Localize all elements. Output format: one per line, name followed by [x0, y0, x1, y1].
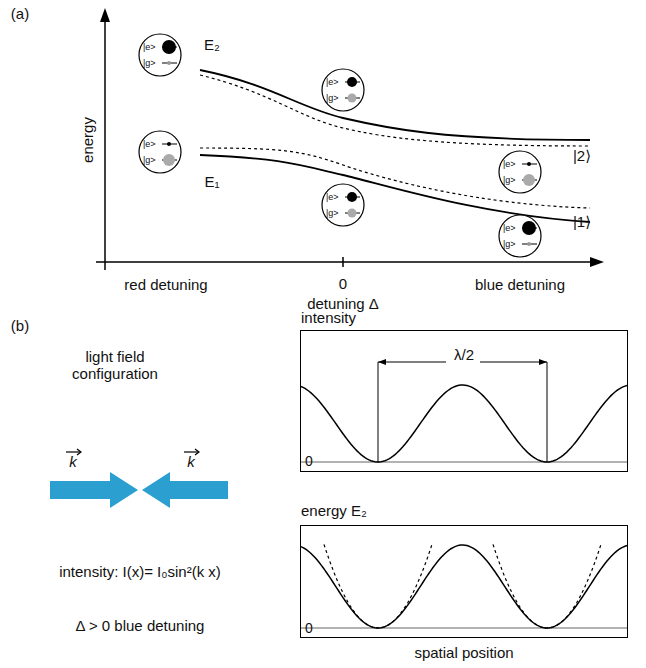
- arrowhead: [100, 8, 110, 22]
- bare-level-curve: [200, 75, 590, 146]
- population-dot: [527, 242, 531, 246]
- circle-outline: [499, 151, 541, 193]
- population-dot: [348, 94, 357, 103]
- state-label: |g>: [326, 93, 339, 103]
- circle-outline: [139, 131, 181, 173]
- laser-beams: [50, 472, 228, 508]
- state-circle: |e> |g>: [321, 68, 365, 112]
- annotation: k: [69, 453, 77, 470]
- state-circle: |e> |g>: [138, 33, 182, 77]
- period-marker: [378, 362, 379, 462]
- state-label: |e>: [326, 192, 339, 202]
- population-dot: [347, 77, 357, 87]
- population-dot: [162, 40, 176, 54]
- bare-level-curve: [200, 148, 590, 208]
- circle-outline: [498, 214, 542, 258]
- state-label: |g>: [143, 58, 156, 68]
- annotation: E₁: [204, 173, 219, 190]
- plot-frame: intensityλ/20: [300, 330, 628, 472]
- circle-outline: [139, 34, 181, 76]
- population-dot: [523, 174, 535, 186]
- state-circle: |e> |g>: [498, 150, 542, 194]
- plot-title: energy E₂: [301, 502, 367, 519]
- period-marker: [547, 362, 548, 462]
- axis-value: 0: [305, 620, 313, 636]
- annotation: E₂: [204, 36, 220, 53]
- annotation: |2⟩: [573, 147, 591, 164]
- vector-arrow: [66, 451, 80, 452]
- y-axis: [104, 16, 106, 270]
- beam-arrow: [142, 472, 228, 508]
- population-dot: [527, 162, 531, 166]
- circle-outline: [498, 150, 542, 194]
- axis-value: 0: [305, 453, 313, 469]
- circle-outline: [322, 69, 364, 111]
- circle-outline: [138, 130, 182, 174]
- x-axis: [96, 261, 596, 263]
- state-circle: |e> |g>: [498, 214, 542, 258]
- intensity-curve: [301, 385, 627, 462]
- axis-label: detuning Δ: [307, 295, 379, 312]
- population-dot: [348, 209, 357, 218]
- state-label: |e>: [326, 77, 339, 87]
- axis-label: 0: [339, 275, 347, 292]
- harmonic-approximation: [324, 544, 432, 628]
- axis-label: spatial position: [414, 644, 513, 661]
- panel-letter: (a): [11, 5, 29, 22]
- circle-outline: [322, 184, 364, 226]
- potential-curve: [301, 545, 627, 628]
- circle-outline: [321, 68, 365, 112]
- population-dot: [522, 221, 536, 235]
- state-label: |e>: [143, 139, 156, 149]
- circle-outline: [321, 183, 365, 227]
- vector-arrow: [184, 451, 198, 452]
- annotation: Δ > 0 blue detuning: [76, 617, 205, 634]
- population-dot: [163, 154, 175, 166]
- state-label: |g>: [503, 239, 516, 249]
- axis-label: energy: [79, 117, 96, 163]
- circle-outline: [499, 215, 541, 257]
- state-circle: |e> |g>: [321, 183, 365, 227]
- population-dot: [347, 192, 357, 202]
- annotation: k: [187, 453, 195, 470]
- circle-outline: [138, 33, 182, 77]
- arrowhead: [539, 359, 547, 365]
- vector-arrow: [77, 449, 81, 455]
- state-label: |g>: [143, 155, 156, 165]
- state-label: |e>: [143, 42, 156, 52]
- zero-line: [300, 461, 628, 463]
- zero-line: [300, 627, 628, 629]
- dimension-line: [480, 362, 547, 363]
- beam-arrow: [50, 472, 138, 508]
- state-circle: |e> |g>: [138, 130, 182, 174]
- energy-curve-e2: [200, 70, 590, 140]
- annotation: |1⟩: [573, 213, 591, 230]
- arrowhead: [378, 359, 386, 365]
- axis-label: red detuning: [124, 276, 207, 293]
- population-dot: [167, 142, 171, 146]
- state-label: |e>: [503, 159, 516, 169]
- plot-frame: energy E₂0: [300, 525, 628, 638]
- annotation: intensity: I(x)= I₀sin²(k x): [59, 563, 221, 580]
- arrowhead: [590, 257, 604, 267]
- axis-tick: [342, 257, 344, 267]
- dimension-label: λ/2: [454, 346, 474, 363]
- vector-arrow: [195, 449, 199, 455]
- axis-label: blue detuning: [475, 276, 565, 293]
- population-dot: [167, 61, 171, 65]
- annotation: light field configuration: [55, 348, 175, 383]
- state-label: |g>: [326, 208, 339, 218]
- state-label: |e>: [503, 223, 516, 233]
- state-label: |g>: [503, 175, 516, 185]
- harmonic-approximation: [493, 544, 601, 628]
- dimension-line: [378, 362, 446, 363]
- panel-letter: (b): [11, 317, 29, 334]
